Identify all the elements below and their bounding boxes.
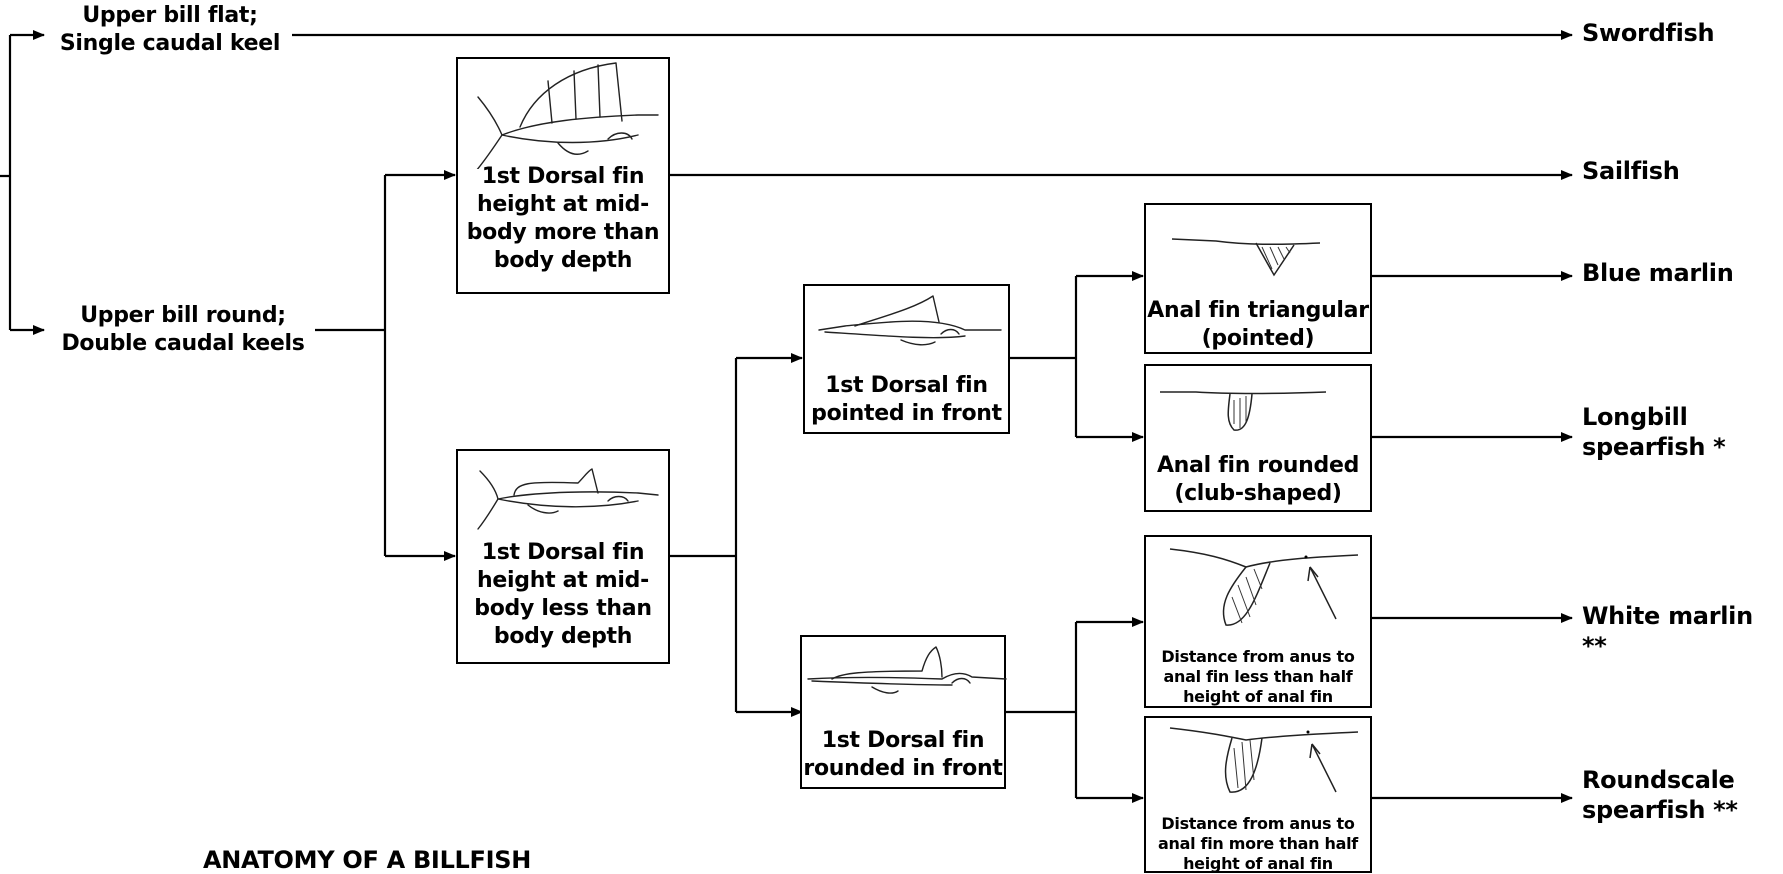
rounded-front-line-2: rounded in front: [803, 756, 1003, 781]
anal-rounded-line-1: Anal fin rounded: [1156, 453, 1360, 478]
dorsal-less-line-4: body depth: [493, 624, 633, 649]
rounded-front-line-1: 1st Dorsal fin: [821, 728, 985, 753]
marlin-drawing: [477, 468, 659, 530]
box-pointed-in-front: 1st Dorsal fin pointed in front: [803, 284, 1010, 434]
dorsal-less-line-3: body less than: [474, 596, 652, 621]
anus-distance-less-drawing: [1169, 548, 1359, 626]
box-rounded-in-front: 1st Dorsal fin rounded in front: [800, 635, 1007, 789]
result-swordfish: Swordfish: [1582, 19, 1715, 47]
anal-rounded-line-2: (club-shaped): [1174, 481, 1342, 506]
upper-bill-flat-label: Upper bill flat; Single caudal keel: [40, 2, 300, 58]
result-longbill-spearfish: Longbill spearfish *: [1582, 402, 1726, 462]
longbill-line-2: spearfish *: [1582, 433, 1726, 461]
sailfish-drawing: [476, 62, 659, 169]
bill-flat-line-2: Single caudal keel: [59, 31, 281, 56]
rounded-anal-fin-drawing: [1160, 391, 1327, 431]
anal-triangular-line-1: Anal fin triangular: [1147, 298, 1369, 323]
dorsal-less-line-2: height at mid-: [477, 568, 649, 593]
result-white-marlin: White marlin **: [1582, 602, 1753, 660]
dorsal-less-line-1: 1st Dorsal fin: [481, 540, 645, 565]
white-marlin-drawing: [807, 646, 1007, 694]
anal-triangular-line-2: (pointed): [1201, 326, 1315, 351]
bill-round-line-2: Double caudal keels: [61, 331, 305, 356]
longbill-line-1: Longbill: [1582, 403, 1688, 431]
distance-less-line-1: Distance from anus to: [1161, 647, 1355, 666]
distance-less-line-3: height of anal fin: [1183, 687, 1333, 706]
dorsal-more-line-2: height at mid-: [477, 192, 649, 217]
dorsal-more-line-4: body depth: [493, 248, 633, 273]
pointed-front-line-2: pointed in front: [811, 401, 1002, 426]
result-blue-marlin: Blue marlin: [1582, 259, 1734, 287]
result-roundscale-spearfish: Roundscale spearfish **: [1582, 765, 1738, 825]
roundscale-line-2: spearfish **: [1582, 796, 1738, 824]
box-dorsal-fin-more: 1st Dorsal fin height at mid- body more …: [456, 57, 670, 294]
bill-round-line-1: Upper bill round;: [80, 303, 286, 328]
distance-more-line-1: Distance from anus to: [1161, 814, 1355, 833]
bill-flat-line-1: Upper bill flat;: [82, 3, 258, 28]
result-sailfish: Sailfish: [1582, 157, 1680, 185]
roundscale-line-1: Roundscale: [1582, 766, 1735, 794]
box-anal-fin-triangular: Anal fin triangular (pointed): [1144, 203, 1372, 354]
anatomy-title: ANATOMY OF A BILLFISH: [203, 846, 532, 874]
dorsal-more-line-1: 1st Dorsal fin: [481, 164, 645, 189]
box-distance-less: Distance from anus to anal fin less than…: [1144, 535, 1372, 708]
distance-more-line-3: height of anal fin: [1183, 854, 1333, 873]
pointed-front-line-1: 1st Dorsal fin: [825, 373, 988, 398]
distance-more-line-2: anal fin more than half: [1158, 834, 1358, 853]
dorsal-more-line-3: body more than: [466, 220, 660, 245]
box-anal-fin-rounded: Anal fin rounded (club-shaped): [1144, 364, 1372, 512]
box-distance-more: Distance from anus to anal fin more than…: [1144, 716, 1372, 873]
distance-less-line-2: anal fin less than half: [1163, 667, 1353, 686]
anus-distance-more-drawing: [1169, 727, 1359, 793]
upper-bill-round-label: Upper bill round; Double caudal keels: [48, 302, 318, 358]
blue-marlin-drawing: [818, 295, 1002, 346]
box-dorsal-fin-less: 1st Dorsal fin height at mid- body less …: [456, 449, 670, 664]
triangular-anal-fin-drawing: [1171, 238, 1321, 277]
